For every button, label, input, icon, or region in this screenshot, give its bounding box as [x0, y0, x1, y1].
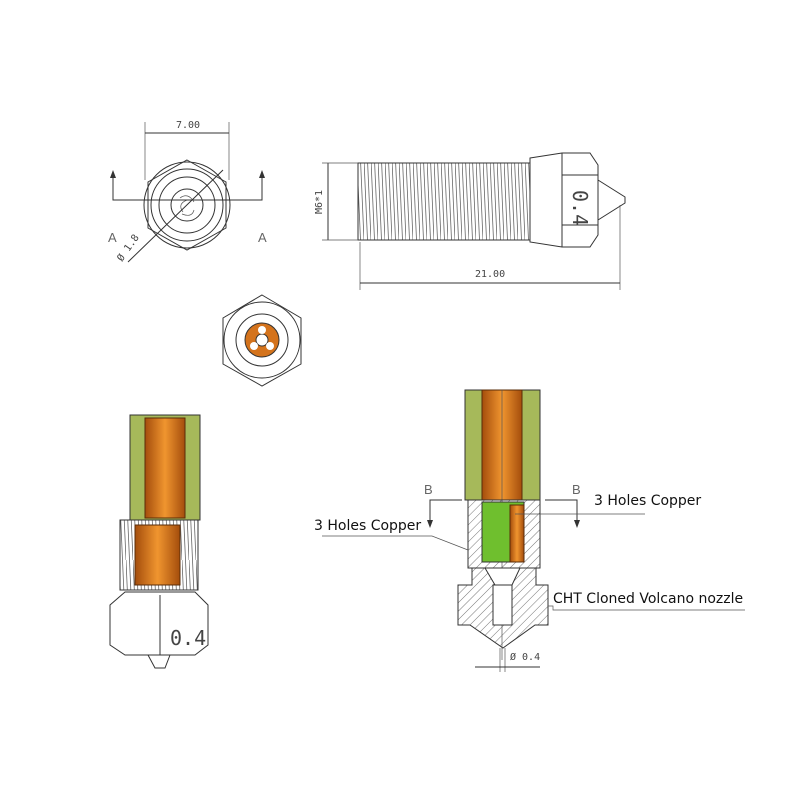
section-label-b-right: B	[572, 482, 581, 497]
top-view: 7.00 A A Ø 1.8	[108, 120, 267, 264]
section-label-b-left: B	[424, 482, 433, 497]
section-view: B B 3 Holes Copper 3 Holes Copper CHT Cl…	[314, 389, 745, 672]
length-dimension: 21.00	[475, 269, 505, 280]
callout-copper-right: 3 Holes Copper	[594, 493, 701, 509]
iso-size-mark: 0.4	[170, 626, 206, 650]
iso-view: 0.4	[109, 414, 209, 669]
side-view: 0.4 M6*1 21.00	[314, 152, 626, 290]
width-dimension: 7.00	[176, 120, 200, 131]
bottom-view	[222, 294, 302, 387]
section-label-a-right: A	[258, 230, 267, 245]
callout-nozzle: CHT Cloned Volcano nozzle	[553, 591, 743, 607]
section-label-a-left: A	[108, 230, 117, 245]
thread-dimension: M6*1	[314, 190, 325, 214]
orifice-dimension: Ø 0.4	[510, 651, 540, 663]
bore-dimension: Ø 1.8	[115, 232, 142, 264]
side-size-mark: 0.4	[568, 190, 592, 226]
callout-copper-left: 3 Holes Copper	[314, 518, 421, 534]
